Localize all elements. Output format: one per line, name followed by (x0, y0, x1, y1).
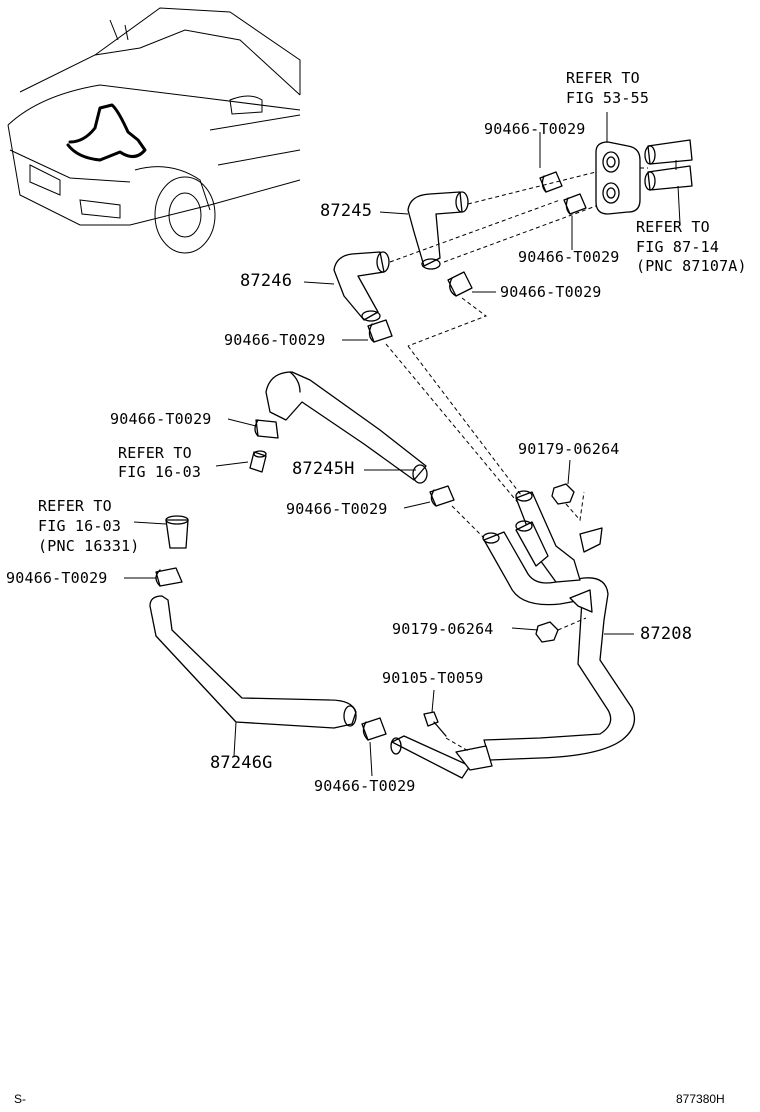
label-clamp-mid-right: 90466-T0029 (518, 248, 620, 266)
label-bolt-1: 90179-06264 (518, 440, 620, 458)
hose-87246g (149, 595, 387, 777)
pipe-87208 (390, 490, 636, 779)
label-clamp-left-2: 90466-T0029 (110, 410, 212, 428)
label-clamp-center: 90466-T0029 (286, 500, 388, 518)
hose-87245 (379, 171, 597, 270)
label-clamp-top: 90466-T0029 (484, 120, 586, 138)
label-refer-fig-16b-number: FIG 16-03 (38, 517, 122, 535)
clamp-under-87245 (407, 271, 496, 347)
label-pipe-87208: 87208 (640, 624, 693, 644)
label-hose-87245: 87245 (320, 201, 373, 221)
label-hose-87246g: 87246G (210, 753, 273, 773)
label-refer-fig-16a-number: FIG 16-03 (118, 463, 202, 481)
label-refer-fig-53: REFER TO (566, 69, 640, 87)
label-clamp-bottom: 90466-T0029 (314, 777, 416, 795)
label-refer-fig-87-pnc: (PNC 87107A) (636, 257, 747, 275)
label-refer-fig-16b: REFER TO (38, 497, 112, 515)
vehicle-illustration (7, 7, 301, 254)
label-bolt-2: 90179-06264 (392, 620, 494, 638)
label-bolt-3: 90105-T0059 (382, 669, 484, 687)
heater-unit (595, 112, 693, 225)
label-refer-fig-16a: REFER TO (118, 444, 192, 462)
label-refer-fig-53-number: FIG 53-55 (566, 89, 650, 107)
label-refer-fig-16b-pnc: (PNC 16331) (38, 537, 140, 555)
label-hose-87246: 87246 (240, 271, 293, 291)
left-parts (124, 418, 279, 587)
hose-87246 (303, 199, 561, 322)
footer-figure-id: 877380H (676, 1092, 725, 1106)
label-hose-87245h: 87245H (292, 459, 355, 479)
bolts (423, 459, 587, 753)
clamps-heater (539, 132, 587, 250)
clamp-under-87246 (342, 319, 541, 521)
label-clamp-under-right: 90466-T0029 (500, 283, 602, 301)
label-refer-fig-87-number: FIG 87-14 (636, 238, 720, 256)
hose-87245h (265, 371, 428, 484)
label-clamp-left-1: 90466-T0029 (224, 331, 326, 349)
clamp-center (403, 485, 485, 539)
label-refer-fig-87: REFER TO (636, 218, 710, 236)
footer-left-code: S- (14, 1092, 26, 1106)
label-clamp-far-left: 90466-T0029 (6, 569, 108, 587)
